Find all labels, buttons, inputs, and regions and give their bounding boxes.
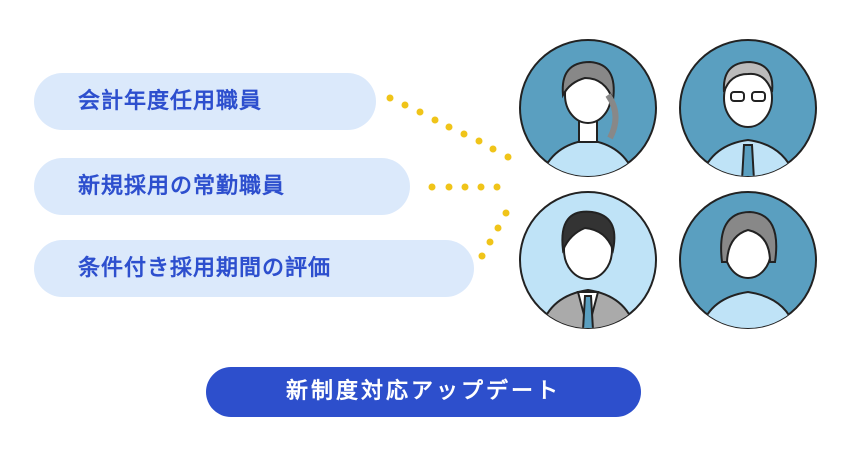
label-new-fulltime-staff: 新規採用の常勤職員 xyxy=(34,158,410,215)
avatar-man-suit xyxy=(519,191,657,329)
new-system-update-button[interactable]: 新制度対応アップデート xyxy=(206,367,641,417)
label-probation-evaluation: 条件付き採用期間の評価 xyxy=(34,240,474,297)
avatar-man-glasses xyxy=(679,39,817,177)
avatar-woman-ponytail xyxy=(519,39,657,177)
label-fiscal-year-staff: 会計年度任用職員 xyxy=(34,73,376,130)
avatar-woman-short-hair xyxy=(679,191,817,329)
connector-dots xyxy=(386,94,512,260)
